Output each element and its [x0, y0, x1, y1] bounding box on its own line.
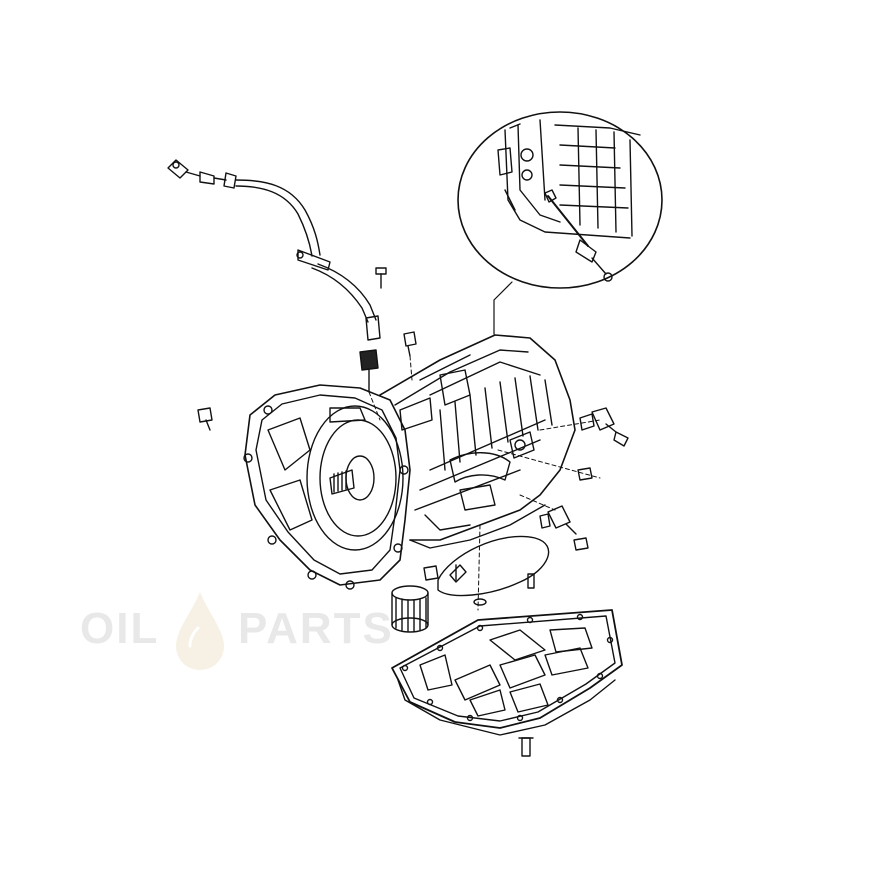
oil-pan	[391, 609, 623, 736]
watermark-text-left: OIL	[80, 604, 160, 653]
leader-lines	[368, 355, 601, 611]
bolt-right-upper	[577, 467, 593, 481]
bolt-pan-right	[527, 573, 535, 589]
filter-gasket	[437, 535, 550, 597]
detail-inset	[457, 111, 663, 335]
drain-plug-washer	[473, 598, 487, 606]
inset-housing-detail	[497, 119, 641, 282]
oil-filter	[391, 585, 429, 633]
bolt-left	[197, 407, 213, 431]
oil-drop-icon	[176, 592, 224, 670]
vent-fitting	[403, 331, 417, 357]
speed-sensor-lower	[539, 505, 577, 535]
bolt-right-lower	[573, 537, 589, 551]
seal-bushing	[359, 349, 379, 393]
transmission-housing	[243, 334, 576, 590]
bolt-upper	[375, 267, 387, 289]
speed-sensor-upper	[579, 407, 629, 447]
watermark-text-right: PARTS	[238, 604, 394, 653]
pan-bolt	[518, 737, 534, 757]
watermark: OIL PARTS	[80, 590, 392, 680]
dipstick-tube	[167, 159, 381, 341]
small-plug	[423, 565, 439, 581]
